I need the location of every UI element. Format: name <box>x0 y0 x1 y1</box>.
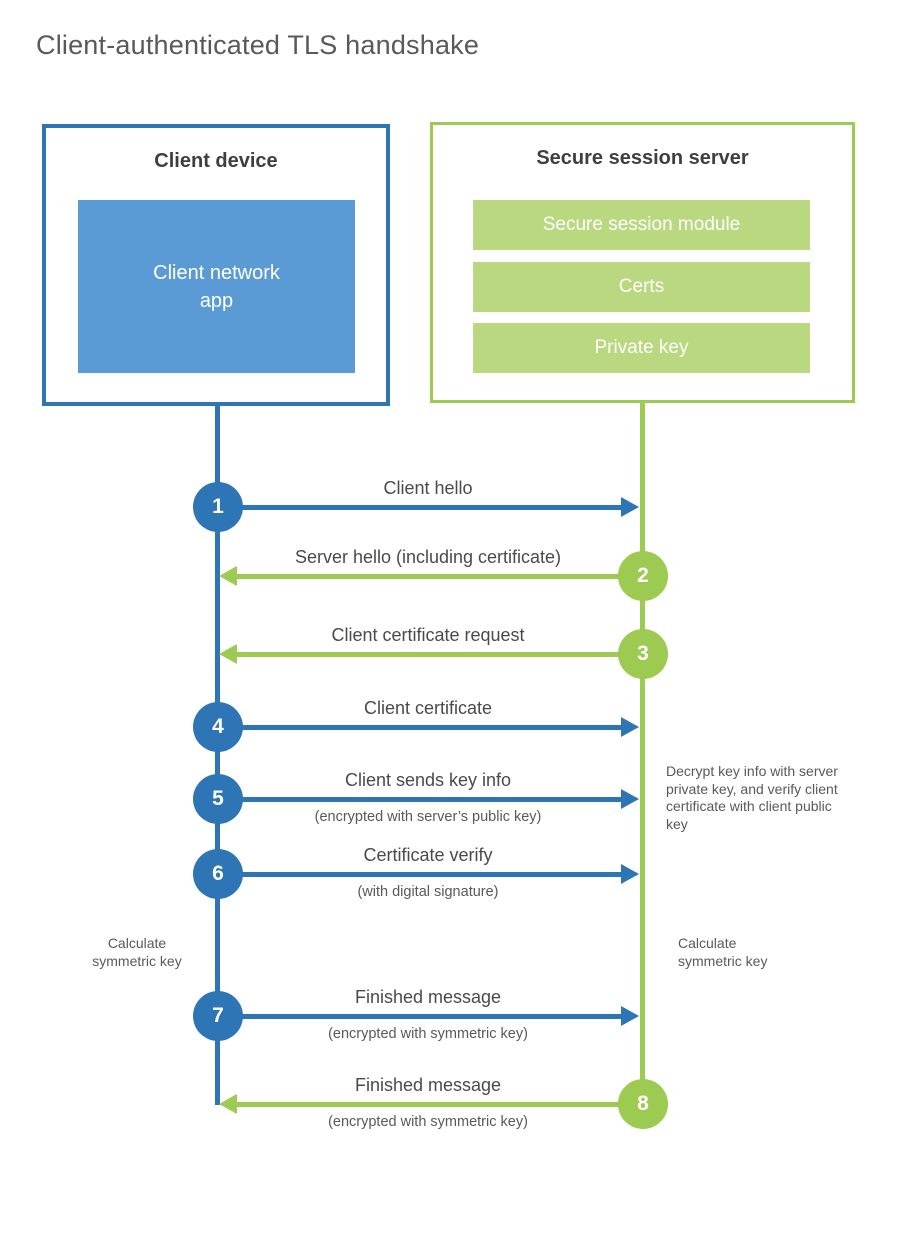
decrypt-note: Decrypt key info with server private key… <box>666 763 838 832</box>
step-number: 7 <box>212 1004 224 1027</box>
calculate-symmetric-key-note-server: Calculate symmetric key <box>678 935 768 969</box>
calculate-symmetric-key-note-client: Calculate symmetric key <box>92 935 182 969</box>
message-label-4: Client certificate <box>363 698 493 718</box>
client-network-app-block: Client network app <box>78 200 355 373</box>
arrowhead-left-icon <box>219 1094 237 1114</box>
server-lifeline <box>640 403 645 1104</box>
message-arrow-5 <box>216 797 621 802</box>
message-sublabel-6: (with digital signature) <box>357 884 499 900</box>
arrowhead-right-icon <box>621 1006 639 1026</box>
server-module-certs: Certs <box>473 262 810 312</box>
step-number: 5 <box>212 787 224 810</box>
message-arrow-2 <box>237 574 643 579</box>
server-module-label: Certs <box>618 276 665 297</box>
message-label-1: Client hello <box>383 478 473 498</box>
arrowhead-right-icon <box>621 497 639 517</box>
server-title: Secure session server <box>536 147 749 169</box>
step-number: 3 <box>637 642 649 665</box>
step-badge-8: 8 <box>618 1079 668 1129</box>
step-badge-7: 7 <box>193 991 243 1041</box>
message-label-7: Finished message <box>354 987 502 1007</box>
step-badge-6: 6 <box>193 849 243 899</box>
client-device-title: Client device <box>154 150 278 172</box>
message-sublabel-8: (encrypted with symmetric key) <box>328 1114 528 1130</box>
step-number: 2 <box>637 564 649 587</box>
message-arrow-7 <box>216 1014 621 1019</box>
message-sublabel-7: (encrypted with symmetric key) <box>328 1026 528 1042</box>
message-label-3: Client certificate request <box>331 625 525 645</box>
message-label-5: Client sends key info <box>344 770 512 790</box>
client-network-app-label: Client network app <box>153 261 280 312</box>
step-badge-1: 1 <box>193 482 243 532</box>
server-module-label: Secure session module <box>542 214 741 235</box>
server-module-secure-session: Secure session module <box>473 200 810 250</box>
client-lifeline <box>215 403 220 1105</box>
arrowhead-left-icon <box>219 566 237 586</box>
message-arrow-8 <box>237 1102 643 1107</box>
arrowhead-right-icon <box>621 717 639 737</box>
arrowhead-right-icon <box>621 864 639 884</box>
step-badge-4: 4 <box>193 702 243 752</box>
message-arrow-1 <box>216 505 621 510</box>
step-number: 6 <box>212 862 224 885</box>
server-module-private-key: Private key <box>473 323 810 373</box>
step-number: 1 <box>212 495 224 518</box>
arrowhead-right-icon <box>621 789 639 809</box>
message-sublabel-5: (encrypted with server’s public key) <box>314 809 542 825</box>
message-arrow-3 <box>237 652 643 657</box>
server-module-label: Private key <box>594 337 689 358</box>
step-badge-2: 2 <box>618 551 668 601</box>
message-arrow-4 <box>216 725 621 730</box>
message-label-2: Server hello (including certificate) <box>294 547 562 567</box>
step-number: 4 <box>212 715 224 738</box>
arrowhead-left-icon <box>219 644 237 664</box>
message-label-8: Finished message <box>354 1075 502 1095</box>
step-badge-5: 5 <box>193 774 243 824</box>
step-number: 8 <box>637 1092 649 1115</box>
step-badge-3: 3 <box>618 629 668 679</box>
page-title: Client-authenticated TLS handshake <box>36 30 480 60</box>
message-label-6: Certificate verify <box>363 845 493 865</box>
message-arrow-6 <box>216 872 621 877</box>
